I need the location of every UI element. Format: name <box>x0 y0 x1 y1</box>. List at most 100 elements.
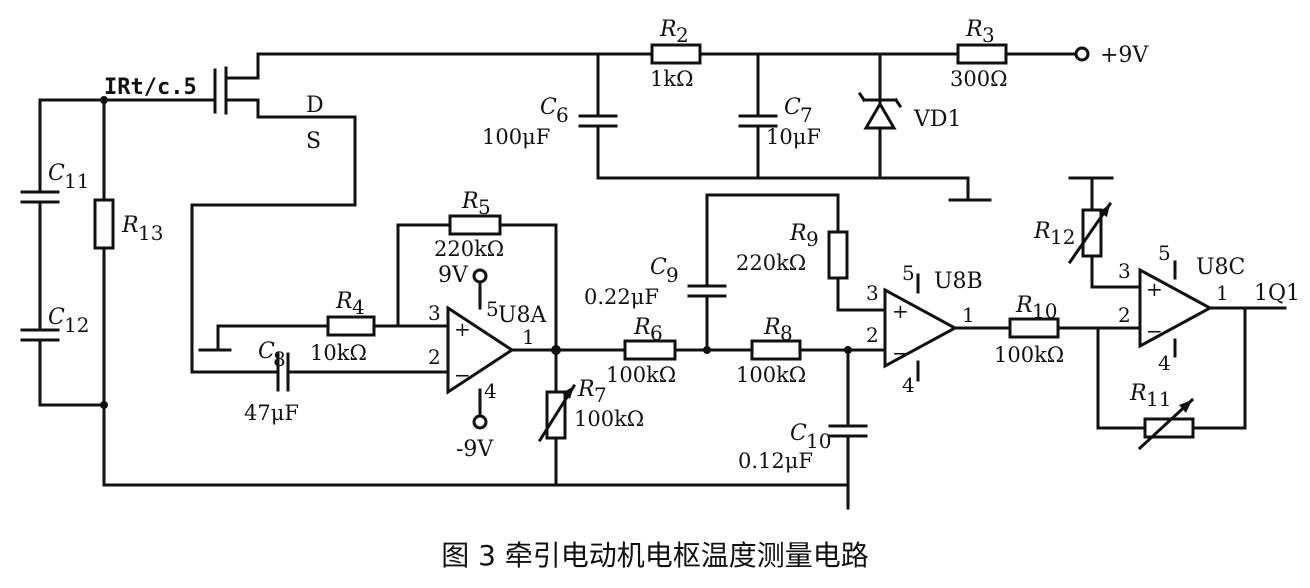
u8c-pin-gnd: 4 <box>1158 351 1171 375</box>
u8b-pin-vcc: 5 <box>902 261 915 285</box>
r7-value: 100kΩ <box>574 407 644 431</box>
c10-name: C <box>790 421 807 446</box>
u8b-pin-plus: 3 <box>866 281 879 305</box>
resistor-r13: R 13 <box>93 198 163 250</box>
resistor-r10: R 10 100kΩ <box>994 293 1064 367</box>
opamp-u8c: + − 3 2 1 5 4 U8C <box>1118 241 1245 375</box>
c10-sub: 10 <box>806 429 831 453</box>
r5-value: 220kΩ <box>434 237 504 261</box>
r12-name: R <box>1033 219 1051 244</box>
r3-sub: 3 <box>982 23 995 47</box>
capacitor-c12: C 12 <box>20 305 89 342</box>
u8a-pin-gnd: 4 <box>484 379 497 403</box>
c9-value: 0.22μF <box>584 285 659 309</box>
capacitor-c9: C 9 0.22μF <box>584 255 727 309</box>
sensor-label: IRt/c.5 <box>104 75 197 100</box>
c12-name: C <box>48 305 65 330</box>
u8a-label: U8A <box>498 303 548 328</box>
r9-value: 220kΩ <box>736 251 806 275</box>
r5-sub: 5 <box>478 195 491 219</box>
r5-name: R <box>461 189 479 214</box>
output-label: 1Q1 <box>1254 281 1300 306</box>
c11-sub: 11 <box>64 169 89 193</box>
resistor-r6: R 6 100kΩ <box>606 315 677 387</box>
u8c-label: U8C <box>1196 255 1245 280</box>
r13-sub: 13 <box>138 221 163 245</box>
r11-sub: 11 <box>1146 387 1171 411</box>
u8b-pin-minus: 2 <box>866 323 879 347</box>
c7-value: 10μF <box>766 125 821 149</box>
c10-value: 0.12μF <box>738 449 813 473</box>
svg-text:+: + <box>454 317 471 341</box>
u8b-label: U8B <box>934 269 983 294</box>
sensor-drain-label: D <box>306 93 324 118</box>
c8-sub: 8 <box>273 347 286 371</box>
u8a-negative-supply-label: -9V <box>456 437 494 462</box>
capacitor-c11: C 11 <box>20 161 89 204</box>
resistor-r3: R 3 300Ω <box>950 17 1008 91</box>
resistor-r4: R 4 10kΩ <box>310 289 376 365</box>
opamp-u8a: + − 3 2 1 5 4 U8A <box>428 297 548 403</box>
u8c-pin-vcc: 5 <box>1158 241 1171 265</box>
figure-caption: 图 3 牵引电动机电枢温度测量电路 <box>441 539 869 572</box>
r7-name: R <box>577 377 595 402</box>
svg-text:−: − <box>1146 319 1163 343</box>
r6-sub: 6 <box>650 321 663 345</box>
c12-sub: 12 <box>64 313 89 337</box>
resistor-r9: R 9 220kΩ <box>736 221 849 280</box>
r8-value: 100kΩ <box>736 363 806 387</box>
r6-value: 100kΩ <box>606 363 676 387</box>
wires <box>38 52 1287 510</box>
u8a-pin-out: 1 <box>522 325 535 349</box>
r10-value: 100kΩ <box>994 343 1064 367</box>
r8-name: R <box>763 315 781 340</box>
svg-text:+: + <box>1146 277 1163 301</box>
svg-text:+: + <box>892 299 909 323</box>
c9-name: C <box>650 255 667 280</box>
r11-name: R <box>1129 381 1147 406</box>
u8b-pin-out: 1 <box>962 303 975 327</box>
r10-sub: 10 <box>1032 299 1057 323</box>
r12-sub: 12 <box>1050 225 1075 249</box>
resistor-r7: R 7 100kΩ <box>537 377 644 443</box>
u8c-pin-plus: 3 <box>1118 259 1131 283</box>
r4-sub: 4 <box>352 295 365 319</box>
c7-sub: 7 <box>800 103 813 127</box>
capacitor-c10: C 10 0.12μF <box>738 421 868 473</box>
resistor-r11: R 11 <box>1129 381 1195 451</box>
c9-sub: 9 <box>666 263 679 287</box>
svg-text:−: − <box>454 363 471 387</box>
capacitor-c6: C 6 100μF <box>482 95 618 149</box>
u8a-pin-minus: 2 <box>428 345 441 369</box>
r4-name: R <box>335 289 353 314</box>
r3-value: 300Ω <box>950 67 1008 91</box>
r2-sub: 2 <box>676 23 689 47</box>
u8a-positive-supply-label: 9V <box>438 263 469 288</box>
supply-positive-label: +9V <box>1100 43 1149 68</box>
resistor-r2: R 2 1kΩ <box>650 17 702 91</box>
r7-sub: 7 <box>594 383 607 407</box>
r8-sub: 8 <box>780 321 793 345</box>
c8-value: 47μF <box>244 401 299 425</box>
r4-value: 10kΩ <box>310 341 367 365</box>
resistor-r5: R 5 220kΩ <box>434 189 504 261</box>
r3-name: R <box>965 17 983 42</box>
vd1-label: VD1 <box>913 107 962 132</box>
svg-text:−: − <box>892 341 909 365</box>
r9-sub: 9 <box>806 227 819 251</box>
r2-value: 1kΩ <box>650 67 694 91</box>
terminals <box>100 46 1090 430</box>
capacitor-c7: C 7 10μF <box>738 95 821 149</box>
c6-value: 100μF <box>482 125 550 149</box>
r10-name: R <box>1015 293 1033 318</box>
u8b-pin-gnd: 4 <box>902 373 915 397</box>
u8a-pin-vcc: 5 <box>486 297 499 321</box>
zener-diode-vd1: VD1 <box>857 91 962 132</box>
c8-name: C <box>258 339 275 364</box>
r6-name: R <box>633 315 651 340</box>
c6-name: C <box>540 95 557 120</box>
capacitor-c8: C 8 47μF <box>244 339 299 425</box>
r13-name: R <box>121 213 139 238</box>
c11-name: C <box>48 161 65 186</box>
u8c-pin-minus: 2 <box>1118 303 1131 327</box>
